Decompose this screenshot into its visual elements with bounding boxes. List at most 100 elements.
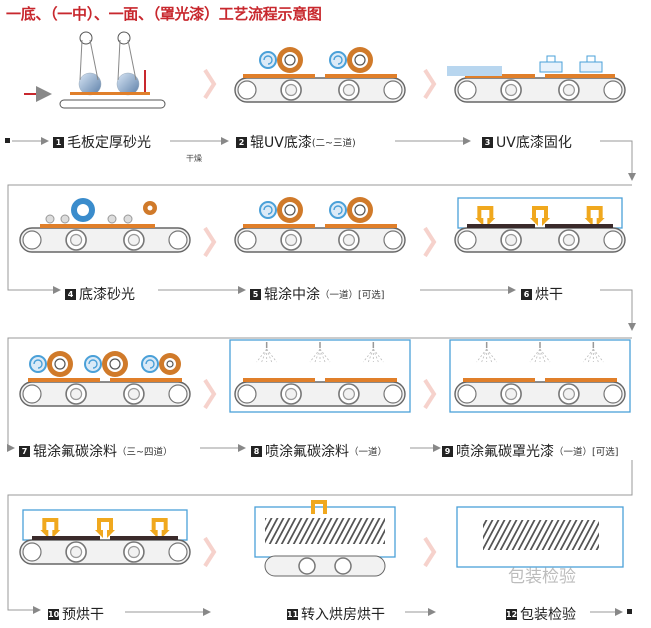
uv-lamp-cap [586, 55, 596, 63]
step-note: （一道）[可选] [554, 447, 619, 458]
uv-lamp-icon [539, 61, 563, 73]
flow-chevron-icon [203, 68, 217, 100]
uv-lamp-cap [546, 55, 556, 63]
step-number-badge: 7 [19, 445, 30, 457]
coating-roller-axle [284, 204, 296, 216]
step-note: （三~四道） [117, 447, 173, 458]
pressure-roller [45, 214, 55, 224]
spray-mist [309, 348, 321, 363]
diagram-title: 一底、（一中）、一面、（罩光漆）工艺流程示意图 [6, 5, 322, 23]
conveyor-belt [19, 381, 191, 407]
step-name: 预烘干 [62, 607, 104, 623]
scene-step-10 [19, 509, 191, 565]
coating-roller-axle [54, 358, 66, 370]
coating-roller-core [352, 52, 368, 68]
conveyor-inner-roller-hub [505, 83, 518, 97]
rotation-icon [33, 359, 43, 369]
start-marker [5, 138, 10, 143]
conveyor-end-roller [22, 230, 42, 250]
conveyor-inner-roller-hub [127, 387, 140, 401]
step-number-badge: 1 [53, 136, 64, 148]
conveyor-inner-roller-hub [285, 387, 298, 401]
panel-board [110, 378, 182, 382]
panel-board [110, 536, 178, 540]
rotation-icon [88, 359, 98, 369]
spray-mist [319, 348, 331, 363]
conveyor-end-roller [603, 80, 623, 100]
panel-board [545, 378, 617, 382]
conveyor-end-roller [168, 542, 188, 562]
flow-chevron-icon [203, 378, 217, 410]
scene-step-4 [19, 198, 191, 253]
conveyor-inner-roller-hub [342, 83, 355, 97]
step-number-badge: 5 [250, 288, 261, 300]
feed-roller [141, 355, 159, 373]
coating-roller-axle [166, 360, 174, 368]
step-name: UV底漆固化 [496, 135, 572, 151]
conveyor-end-roller [22, 384, 42, 404]
conveyor-end-roller [457, 80, 477, 100]
belt-pulley [79, 31, 93, 45]
scene-step-2 [234, 47, 406, 103]
conveyor-end-roller [22, 542, 42, 562]
rotation-icon [333, 55, 343, 65]
coating-roller-core [352, 202, 368, 218]
conveyor-inner-roller-hub [69, 233, 83, 247]
conveyor-end-roller [168, 230, 188, 250]
scene-step-6 [454, 197, 626, 253]
spray-mist [373, 348, 384, 363]
panel-board [545, 224, 613, 228]
spray-mist [529, 348, 541, 363]
spray-mist [266, 348, 277, 363]
spray-mist [539, 348, 551, 363]
flow-return-arrow [7, 184, 632, 294]
rotation-icon [145, 359, 155, 369]
conveyor-end-roller [383, 230, 403, 250]
panel-board [243, 74, 315, 78]
watermark-text: 包装检验 [508, 567, 576, 587]
coating-roller-axle [109, 358, 121, 370]
sanding-belt [127, 39, 137, 81]
step-number-badge: 9 [442, 445, 453, 457]
conveyor-inner-roller-hub [562, 233, 576, 247]
heat-arrow-icon [477, 206, 494, 220]
brush-roller-core [147, 205, 153, 211]
conveyor-inner-roller-hub [127, 545, 140, 559]
conveyor-belt [454, 381, 626, 407]
step-name: 喷涂氟碳罩光漆 [456, 444, 554, 460]
panel-board [28, 378, 100, 382]
conveyor-end-roller [383, 384, 403, 404]
scene-step-7 [19, 351, 191, 407]
pressure-roller [123, 214, 133, 224]
step-name: 辊UV底漆 [250, 135, 312, 151]
step-number-badge: 6 [521, 288, 532, 300]
conveyor-belt [19, 539, 191, 565]
step-name: 底漆砂光 [79, 287, 135, 303]
heat-arrow-icon [42, 518, 59, 532]
panel-board [40, 224, 155, 228]
flow-chevron-icon [423, 536, 437, 568]
step-name: 喷涂氟碳涂料 [265, 444, 349, 460]
coating-roller-core [282, 202, 298, 218]
step-number-badge: 2 [236, 136, 247, 148]
coating-roller-axle [284, 54, 296, 66]
feed-roller [259, 51, 277, 69]
conveyor-end-roller [168, 384, 188, 404]
feed-roller [259, 201, 277, 219]
panel-board [463, 378, 535, 382]
end-marker [627, 609, 632, 614]
scene-step-1 [24, 31, 166, 109]
stacked-panels [483, 520, 599, 550]
conveyor-inner-roller-hub [342, 387, 355, 401]
scene-step-12 [456, 506, 624, 568]
stacked-panels [265, 518, 385, 544]
feed-table [59, 99, 166, 109]
